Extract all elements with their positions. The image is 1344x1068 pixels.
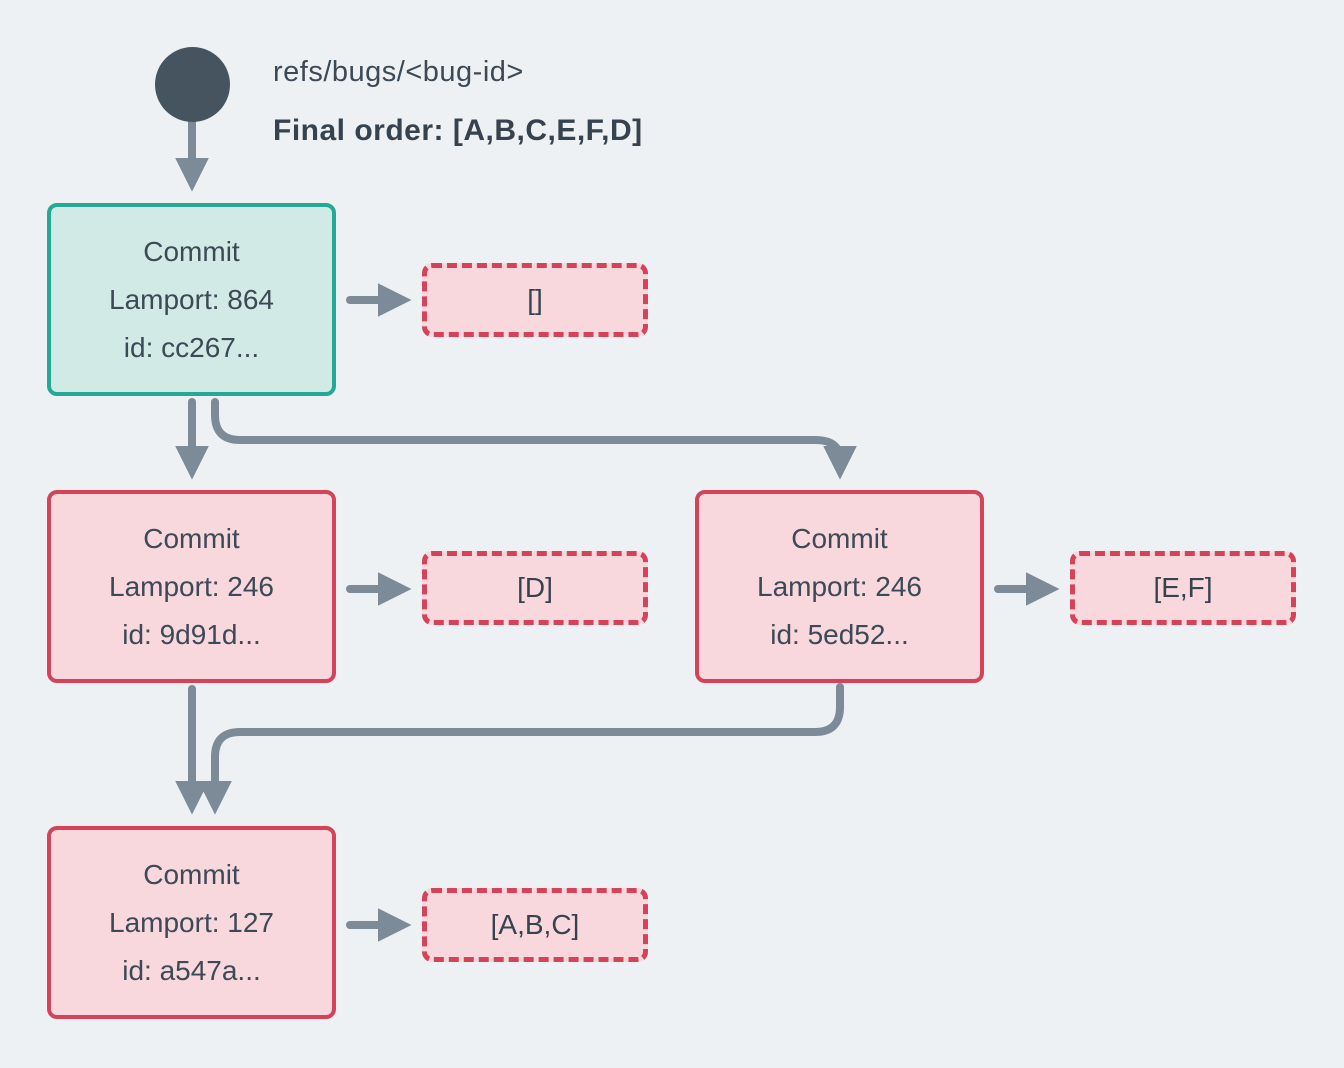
operations-node-ef: [E,F] (1070, 551, 1296, 625)
operations-label: [A,B,C] (490, 909, 580, 940)
operations-label: [D] (517, 572, 553, 603)
commit-title: Commit (143, 522, 240, 554)
commit-lamport: Lamport: 127 (109, 906, 274, 938)
commit-lamport: Lamport: 246 (757, 570, 922, 602)
commit-lamport: Lamport: 864 (109, 283, 274, 315)
commit-title: Commit (143, 235, 240, 267)
edge-head-commit-to-right-commit (211, 398, 857, 480)
operations-label: [] (527, 284, 543, 315)
commit-node-right: Commit Lamport: 246 id: 5ed52... (695, 490, 984, 683)
operations-node-empty: [] (422, 263, 648, 337)
operations-node-abc: [A,B,C] (422, 888, 648, 962)
commit-id: id: a547a... (122, 954, 261, 986)
commit-title: Commit (143, 858, 240, 890)
commit-id: id: 9d91d... (122, 618, 261, 650)
commit-node-head: Commit Lamport: 864 id: cc267... (47, 203, 336, 396)
ref-node (155, 47, 230, 122)
operations-node-d: [D] (422, 551, 648, 625)
final-order-label: Final order: [A,B,C,E,F,D] (273, 114, 643, 147)
commit-node-left: Commit Lamport: 246 id: 9d91d... (47, 490, 336, 683)
commit-lamport: Lamport: 246 (109, 570, 274, 602)
ref-name-label: refs/bugs/<bug-id> (273, 56, 524, 88)
operations-label: [E,F] (1153, 572, 1213, 603)
commit-id: id: cc267... (123, 331, 260, 363)
commit-title: Commit (791, 522, 888, 554)
commit-node-bottom: Commit Lamport: 127 id: a547a... (47, 826, 336, 1019)
edge-right-commit-to-bottom-commit (198, 683, 844, 815)
commit-id: id: 5ed52... (770, 618, 909, 650)
